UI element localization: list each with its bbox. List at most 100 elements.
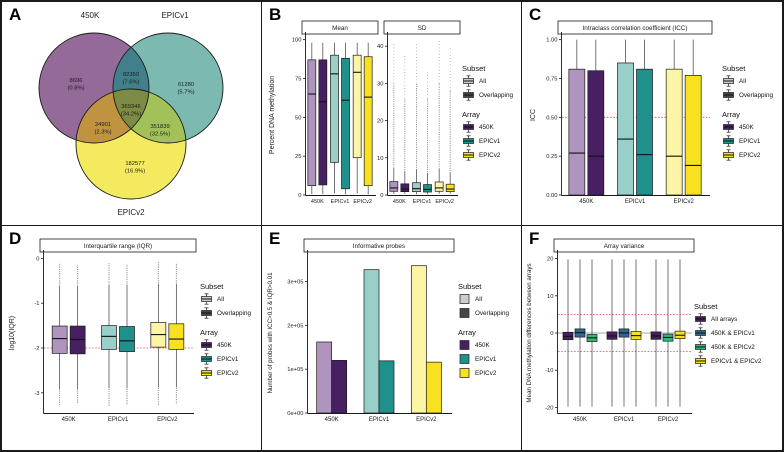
- legend-item-EPICv1-EPICv2: EPICv1 & EPICv2: [694, 355, 761, 367]
- y-tick-label: -3: [34, 391, 39, 397]
- y-tick-label: -20: [545, 405, 553, 411]
- x-category-label: 450K: [311, 199, 324, 205]
- y-tick-label: 0.75: [546, 76, 557, 82]
- boxplot-EPICv2-EPICv1-EPICv2: [674, 259, 686, 407]
- x-category-label: EPICv1: [108, 417, 129, 423]
- legend-item-All: All: [722, 75, 773, 87]
- boxplot-EPICv2-Overlapping: [363, 42, 373, 195]
- venn-region-pct: (32.5%): [150, 132, 170, 138]
- legend-boxplot-glyph: [463, 121, 474, 133]
- legend-boxplot-glyph: [695, 355, 706, 367]
- legend-item-450K: 450K: [462, 121, 513, 133]
- panel-c: C Intraclass correlation coefficient (IC…: [522, 2, 782, 226]
- facet-strip: [301, 20, 379, 35]
- y-axis-label: Number of probes with ICC>0.5 & IQR>0.01: [267, 272, 274, 394]
- bar-EPICv1-Overlapping: [378, 360, 395, 414]
- y-axis-label: Mean DNA methylation differences between…: [526, 263, 533, 402]
- y-tick-label: 30: [377, 81, 383, 87]
- x-category-label: EPICv2: [435, 199, 454, 205]
- boxplot-EPICv1-All: [330, 42, 339, 194]
- legend-item-EPICv2: EPICv2: [200, 367, 251, 379]
- legend-boxplot-glyph: [201, 293, 212, 305]
- venn-region-value: 82350: [123, 72, 139, 78]
- boxplot-EPICv1-EPICv1-EPICv2: [630, 259, 642, 407]
- legend-title: Array: [462, 110, 480, 119]
- legend-boxplot-glyph: [201, 353, 212, 365]
- boxplot-EPICv2-All-arrays: [650, 259, 662, 407]
- legend-boxplot-glyph: [463, 75, 474, 87]
- panel-c-svg: Intraclass correlation coefficient (ICC)…: [530, 20, 713, 205]
- boxplot-EPICv1-Overlapping: [341, 42, 350, 195]
- facet-title: Array variance: [604, 243, 645, 250]
- legend-label: EPICv1: [475, 355, 497, 363]
- legend-label: 450K & EPICv1: [711, 329, 755, 337]
- boxplot-450K-Overlapping: [318, 42, 328, 195]
- legend-item-450K: 450K: [458, 339, 509, 351]
- x-category-label: EPICv1: [413, 199, 432, 205]
- legend-title: Subset: [722, 64, 746, 73]
- legend-square-swatch: [459, 308, 470, 318]
- x-category-label: EPICv1: [625, 199, 646, 205]
- legend-square-swatch: [459, 340, 470, 350]
- facet-title: Mean: [332, 25, 348, 32]
- boxplot-EPICv1-Overlapping: [423, 72, 432, 195]
- panel-letter-e: E: [269, 229, 281, 248]
- legend-label: 450K: [475, 341, 490, 349]
- legend-item-EPICv2: EPICv2: [458, 367, 509, 379]
- facet-title: Intraclass correlation coefficient (ICC): [583, 25, 688, 32]
- legend-item-All: All: [200, 293, 251, 305]
- legend-label: 450K: [217, 341, 232, 349]
- boxplot-450K-Overlapping: [400, 55, 410, 194]
- boxplot-450K-All: [307, 42, 317, 195]
- y-tick-label: 20: [377, 119, 383, 125]
- legend-item-450K: 450K: [200, 339, 251, 351]
- legend-item-EPICv1: EPICv1: [722, 135, 773, 147]
- venn-region-pct: (5.7%): [177, 90, 194, 96]
- boxplot-EPICv2-All: [434, 40, 444, 194]
- legend-boxplot-glyph: [201, 307, 212, 319]
- venn-region-pct: (34.2%): [121, 112, 141, 118]
- legend-label: Overlapping: [739, 91, 773, 99]
- venn-region-value: 61280: [178, 82, 194, 88]
- boxplot-450K-450K-EPICv2: [586, 259, 598, 407]
- boxplot-EPICv1-All: [101, 261, 117, 407]
- venn-set-label: 450K: [81, 11, 100, 20]
- legend-label: 450K: [739, 123, 754, 131]
- legend-boxplot-glyph: [463, 135, 474, 147]
- legend-boxplot-glyph: [723, 149, 734, 161]
- boxplot-EPICv2-All: [352, 42, 362, 194]
- facet-strip: [557, 20, 713, 35]
- legend-square-swatch: [459, 294, 470, 304]
- legend-label: All: [739, 77, 746, 85]
- y-tick-label: -10: [545, 368, 553, 374]
- y-tick-label: 0: [298, 193, 301, 199]
- facet-title: Interquartile range (IQR): [84, 243, 152, 250]
- boxplot-EPICv1-All: [617, 39, 634, 196]
- legend-item-EPICv2: EPICv2: [722, 149, 773, 161]
- boxplot-EPICv2-Overlapping: [684, 39, 702, 196]
- boxplot-450K-All: [389, 42, 399, 194]
- legend-item-450K-EPICv2: 450K & EPICv2: [694, 341, 761, 353]
- boxplot-EPICv2-All: [150, 261, 167, 407]
- y-tick-label: 0: [380, 193, 383, 199]
- bar-EPICv2-Overlapping: [425, 361, 442, 414]
- boxplot-450K-Overlapping: [69, 264, 86, 405]
- boxplot-EPICv2-Overlapping: [445, 48, 455, 194]
- legend-boxplot-glyph: [695, 327, 706, 339]
- y-tick-label: 0: [36, 256, 39, 262]
- legend-boxplot-glyph: [695, 341, 706, 353]
- facet-title: Informative probes: [353, 243, 405, 250]
- legend-label: All: [475, 295, 482, 303]
- legend-label: Overlapping: [475, 309, 509, 317]
- legend-item-All: All: [462, 75, 513, 87]
